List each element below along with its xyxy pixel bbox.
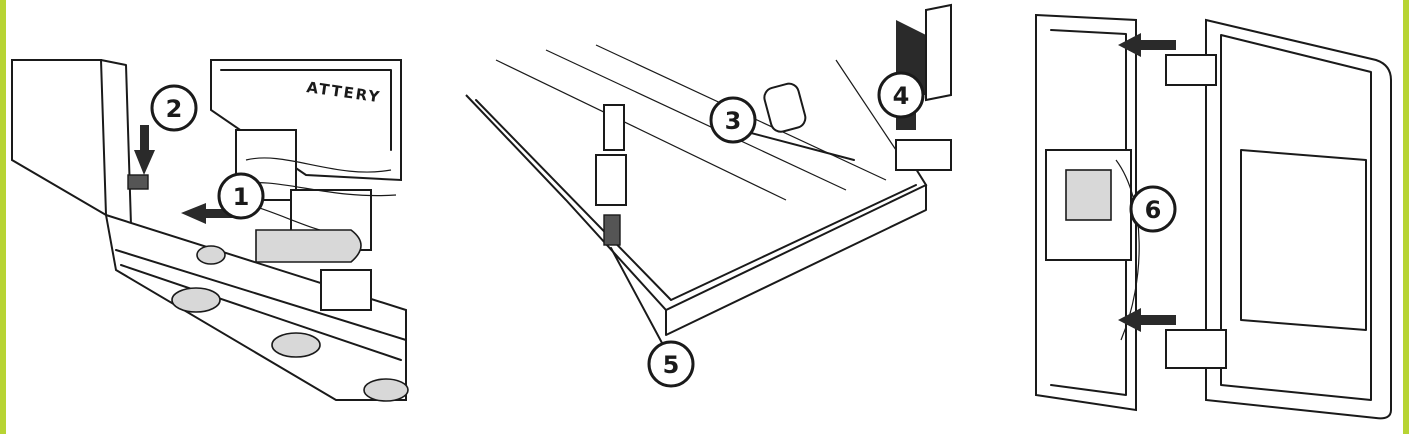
hinge-part bbox=[603, 104, 625, 151]
hinge-pin bbox=[603, 214, 621, 246]
battery-box bbox=[210, 59, 402, 182]
cable-gland bbox=[271, 332, 321, 358]
panel-door-attach: 6 bbox=[1026, 0, 1403, 434]
tray-wall bbox=[665, 184, 927, 336]
callout-3-label: 3 bbox=[725, 107, 742, 135]
connector-plug bbox=[255, 229, 362, 263]
right-hinge bbox=[895, 139, 952, 171]
lid-flap bbox=[925, 3, 952, 102]
panel-hinge-removal: 3 4 5 bbox=[456, 0, 986, 434]
tray-inner-rim bbox=[475, 99, 917, 301]
callout-3 bbox=[709, 96, 757, 144]
latch-tab bbox=[127, 174, 149, 190]
arrow-1-icon bbox=[181, 203, 246, 224]
callout-1-label: 1 bbox=[233, 183, 250, 211]
hinge-clip-top bbox=[1165, 54, 1217, 86]
component bbox=[1065, 169, 1112, 221]
arrow-bottom-icon bbox=[1118, 308, 1176, 332]
terminal-block bbox=[320, 269, 372, 311]
tray-outline bbox=[465, 94, 928, 312]
panel-2-drawing: 3 4 5 bbox=[465, 3, 952, 388]
arrow-2-icon bbox=[134, 125, 155, 175]
callout-4-label: 4 bbox=[893, 82, 910, 110]
door-recess bbox=[1240, 149, 1367, 331]
callout-1 bbox=[217, 172, 265, 220]
callout-6 bbox=[1129, 185, 1177, 233]
inner-line bbox=[495, 59, 787, 201]
callout-4 bbox=[877, 71, 925, 119]
door-cover bbox=[1205, 18, 1392, 420]
panel-3-drawing: 6 bbox=[1035, 13, 1392, 420]
cylinder bbox=[763, 82, 807, 133]
callout-6-label: 6 bbox=[1145, 196, 1162, 224]
housing-rim-lower bbox=[120, 264, 402, 361]
callout-5 bbox=[647, 340, 695, 388]
housing-rim bbox=[115, 249, 407, 341]
hinge-part bbox=[595, 154, 627, 206]
arrow-top-icon bbox=[1118, 33, 1176, 57]
battery-inner bbox=[220, 69, 392, 151]
wire-1 bbox=[245, 157, 392, 173]
hinge-clip-bottom bbox=[1165, 329, 1227, 369]
inner-line bbox=[545, 49, 847, 191]
panel-1-drawing: ATTERY 2 1 bbox=[11, 59, 409, 402]
cable-gland bbox=[171, 287, 221, 313]
callout-2 bbox=[150, 84, 198, 132]
cable-gland bbox=[363, 378, 409, 402]
lid-edge bbox=[835, 59, 897, 151]
lid-edge bbox=[100, 59, 132, 226]
callout-2-label: 2 bbox=[166, 95, 183, 123]
panel-battery-unplug: ATTERY 2 1 bbox=[6, 0, 416, 434]
callout-5-label: 5 bbox=[663, 351, 680, 379]
lid-panel bbox=[11, 59, 108, 217]
door-rim bbox=[1220, 34, 1372, 401]
cable-gland-small bbox=[196, 245, 226, 265]
leader-5 bbox=[610, 247, 670, 357]
